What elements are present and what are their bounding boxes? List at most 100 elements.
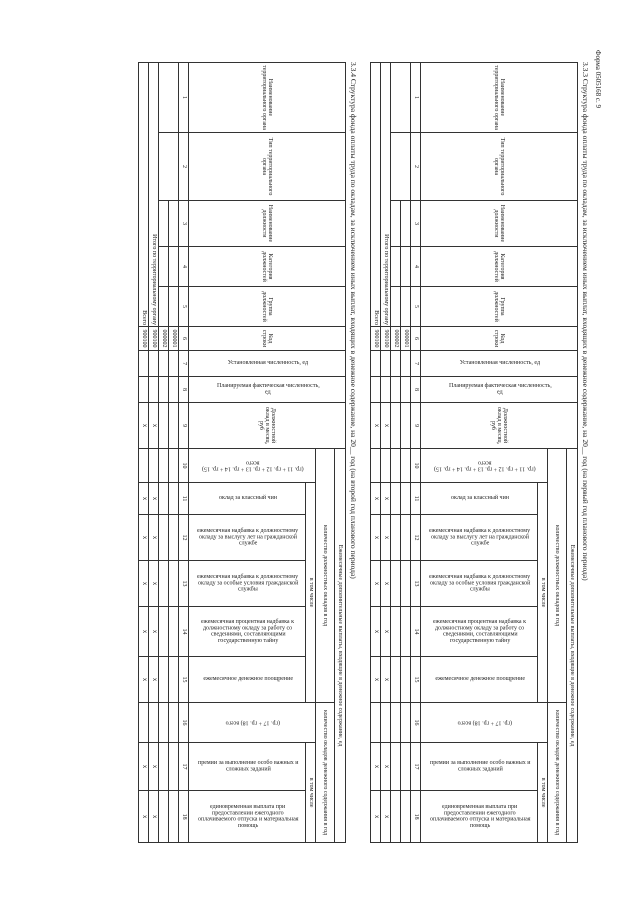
header-col4: Категория должностей bbox=[188, 246, 346, 287]
header-col17: премии за выполнение особо важных и слож… bbox=[188, 742, 306, 791]
header-group-top: Ежемесячные дополнительные выплаты, вход… bbox=[334, 448, 346, 843]
x-mark: x bbox=[138, 742, 149, 791]
table-334: Наименование территориального органа Тип… bbox=[138, 62, 346, 843]
row-code: 000002 bbox=[390, 326, 401, 351]
header-col5: Группа должностей bbox=[188, 286, 346, 327]
total-territorial-label: Итого по территориальному органу bbox=[148, 62, 159, 327]
header-v-tom-chisle-2: в том числе bbox=[537, 742, 548, 843]
col-number: 15 bbox=[178, 656, 189, 703]
col-number: 13 bbox=[410, 560, 421, 607]
x-mark: x bbox=[148, 402, 159, 449]
header-col1: Наименование территориального органа bbox=[420, 62, 578, 133]
x-mark: x bbox=[138, 514, 149, 561]
col-number: 16 bbox=[410, 702, 421, 743]
header-col15: ежемесячное денежное поощрение bbox=[420, 656, 538, 703]
total-row: Всего 900100 x x x x x x x x bbox=[138, 62, 149, 843]
x-mark: x bbox=[148, 560, 159, 607]
col-number: 12 bbox=[178, 514, 189, 561]
header-v-tom-chisle-1: в том числе bbox=[537, 482, 548, 703]
col-number: 17 bbox=[178, 742, 189, 791]
col-number: 18 bbox=[410, 790, 421, 843]
header-col7: Установленная численность, ед bbox=[420, 350, 578, 377]
x-mark: x bbox=[148, 514, 159, 561]
header-group-top: Ежемесячные дополнительные выплаты, вход… bbox=[566, 448, 578, 843]
header-v-tom-chisle-2: в том числе bbox=[305, 742, 316, 843]
x-mark: x bbox=[380, 790, 391, 843]
row-code: 900100 bbox=[148, 326, 159, 351]
col-number: 7 bbox=[410, 350, 421, 377]
header-col9: Должностной оклад в месяц, руб bbox=[188, 402, 346, 449]
header-col12: ежемесячная надбавка к должностному окла… bbox=[188, 514, 306, 561]
row-code: 900100 bbox=[380, 326, 391, 351]
header-col3: Наименование должности bbox=[420, 200, 578, 247]
table-row: 000001 bbox=[158, 62, 179, 843]
x-mark: x bbox=[380, 514, 391, 561]
col-number: 10 bbox=[178, 448, 189, 483]
header-col2: Тип территориального органа bbox=[188, 132, 346, 201]
col-number: 1 bbox=[178, 62, 189, 133]
header-col9: Должностной оклад в месяц, руб bbox=[420, 402, 578, 449]
x-mark: x bbox=[148, 656, 159, 703]
col-number: 6 bbox=[178, 326, 189, 351]
col-number: 7 bbox=[178, 350, 189, 377]
total-territorial-label: Итого по территориальному органу bbox=[380, 62, 391, 327]
x-mark: x bbox=[380, 560, 391, 607]
header-col10: всего (гр. 11 + гр. 12 + гр. 13 + гр. 14… bbox=[420, 448, 548, 483]
x-mark: x bbox=[380, 656, 391, 703]
col-number: 4 bbox=[410, 246, 421, 287]
total-label: Всего bbox=[370, 62, 381, 327]
header-col6: Код строки bbox=[420, 326, 578, 351]
col-number: 3 bbox=[178, 200, 189, 247]
table-row: 000001 bbox=[390, 62, 411, 843]
col-number: 3 bbox=[410, 200, 421, 247]
total-label: Всего bbox=[138, 62, 149, 327]
header-group-monthly: количество должностных окладов в год bbox=[547, 448, 567, 703]
col-number: 13 bbox=[178, 560, 189, 607]
header-col12: ежемесячная надбавка к должностному окла… bbox=[420, 514, 538, 561]
col-number: 4 bbox=[178, 246, 189, 287]
col-number: 11 bbox=[178, 482, 189, 515]
x-mark: x bbox=[138, 402, 149, 449]
header-col3: Наименование должности bbox=[188, 200, 346, 247]
x-mark: x bbox=[370, 790, 381, 843]
table-333: Наименование территориального органа Тип… bbox=[370, 62, 578, 843]
x-mark: x bbox=[380, 742, 391, 791]
col-number: 6 bbox=[410, 326, 421, 351]
rotated-page: 3.3.3 Структура фонда оплаты труда по ок… bbox=[52, 62, 592, 843]
x-mark: x bbox=[370, 656, 381, 703]
header-col4: Категория должностей bbox=[420, 246, 578, 287]
row-code: 900100 bbox=[370, 326, 381, 351]
header-col8: Планируемая фактическая численность, ед bbox=[188, 376, 346, 403]
col-number: 17 bbox=[410, 742, 421, 791]
col-number: 9 bbox=[410, 402, 421, 449]
header-col17: премии за выполнение особо важных и слож… bbox=[420, 742, 538, 791]
header-col7: Установленная численность, ед bbox=[188, 350, 346, 377]
header-col11: оклад за классный чин bbox=[420, 482, 538, 515]
x-mark: x bbox=[138, 656, 149, 703]
col-number: 2 bbox=[410, 132, 421, 201]
x-mark: x bbox=[380, 606, 391, 657]
x-mark: x bbox=[380, 402, 391, 449]
total-row: Всего 900100 x x x x x x x x bbox=[370, 62, 381, 843]
row-code: 000001 bbox=[168, 326, 179, 351]
header-col2: Тип территориального органа bbox=[420, 132, 578, 201]
col-number: 18 bbox=[178, 790, 189, 843]
header-col11: оклад за классный чин bbox=[188, 482, 306, 515]
header-group-annual: количество окладов денежного содержания … bbox=[315, 702, 335, 843]
col-number: 5 bbox=[410, 286, 421, 327]
x-mark: x bbox=[138, 790, 149, 843]
header-col15: ежемесячное денежное поощрение bbox=[188, 656, 306, 703]
header-col5: Группа должностей bbox=[420, 286, 578, 327]
col-number: 8 bbox=[410, 376, 421, 403]
total-territorial-row: Итого по территориальному органу 900100 … bbox=[148, 62, 159, 843]
x-mark: x bbox=[380, 482, 391, 515]
col-number: 10 bbox=[410, 448, 421, 483]
x-mark: x bbox=[370, 514, 381, 561]
x-mark: x bbox=[370, 742, 381, 791]
row-code: 000001 bbox=[400, 326, 411, 351]
x-mark: x bbox=[148, 606, 159, 657]
row-code: 000002 bbox=[158, 326, 169, 351]
header-v-tom-chisle-1: в том числе bbox=[305, 482, 316, 703]
col-number: 8 bbox=[178, 376, 189, 403]
col-number: 12 bbox=[410, 514, 421, 561]
